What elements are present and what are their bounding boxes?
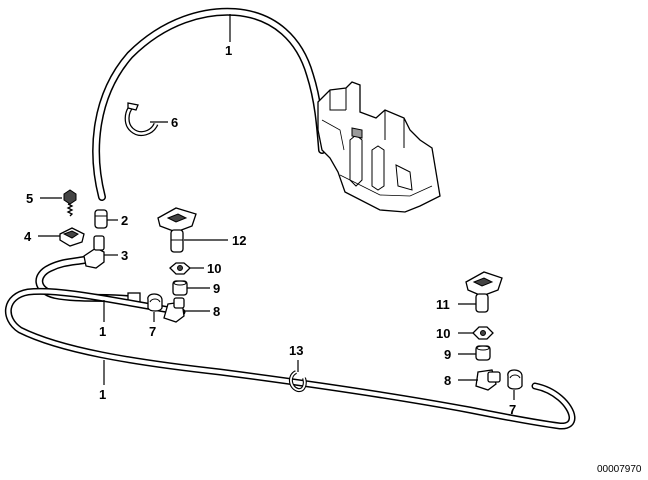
part-13-hose-clip bbox=[289, 370, 307, 393]
callout-4: 4 bbox=[24, 229, 32, 244]
callout-2: 2 bbox=[121, 213, 128, 228]
part-2-hose-connector bbox=[94, 209, 108, 229]
callout-5: 5 bbox=[26, 191, 33, 206]
callout-1-mid: 1 bbox=[99, 324, 106, 339]
callout-12: 12 bbox=[232, 233, 246, 248]
part-10-nut-left bbox=[169, 262, 191, 275]
part-8-elbow-left bbox=[163, 297, 185, 323]
callout-13: 13 bbox=[289, 343, 303, 358]
washer-reservoir bbox=[317, 81, 441, 213]
hose-long-bottom bbox=[4, 287, 576, 430]
callout-1-bottom: 1 bbox=[99, 387, 106, 402]
hose-top-loop bbox=[92, 7, 326, 201]
part-5-screw bbox=[63, 189, 77, 217]
callout-7-right: 7 bbox=[509, 402, 516, 417]
part-12-washer-jet-left bbox=[157, 207, 197, 253]
callout-3: 3 bbox=[121, 248, 128, 263]
part-4-bracket bbox=[59, 227, 85, 247]
callout-7-left: 7 bbox=[149, 324, 156, 339]
callout-6: 6 bbox=[171, 115, 178, 130]
leader-lines bbox=[38, 14, 515, 400]
part-8-elbow-right bbox=[475, 369, 501, 391]
part-10-nut-right bbox=[472, 326, 494, 340]
diagram-reference-number: 00007970 bbox=[597, 464, 642, 475]
callout-9-right: 9 bbox=[444, 347, 451, 362]
part-7-clamp-right bbox=[507, 369, 523, 390]
part-3-elbow-connector bbox=[83, 235, 105, 269]
callout-10-right: 10 bbox=[436, 326, 450, 341]
part-11-washer-jet-right bbox=[465, 271, 503, 313]
callout-10-left: 10 bbox=[207, 261, 221, 276]
part-6-hose-clip bbox=[124, 102, 159, 137]
callout-9-left: 9 bbox=[213, 281, 220, 296]
callout-8-left: 8 bbox=[213, 304, 220, 319]
part-9-grommet-left bbox=[172, 280, 188, 296]
callout-11: 11 bbox=[436, 297, 450, 312]
part-9-grommet-right bbox=[475, 345, 491, 361]
part-7-clamp-left bbox=[147, 293, 163, 312]
callout-8-right: 8 bbox=[444, 373, 451, 388]
callout-1-top: 1 bbox=[225, 43, 232, 58]
